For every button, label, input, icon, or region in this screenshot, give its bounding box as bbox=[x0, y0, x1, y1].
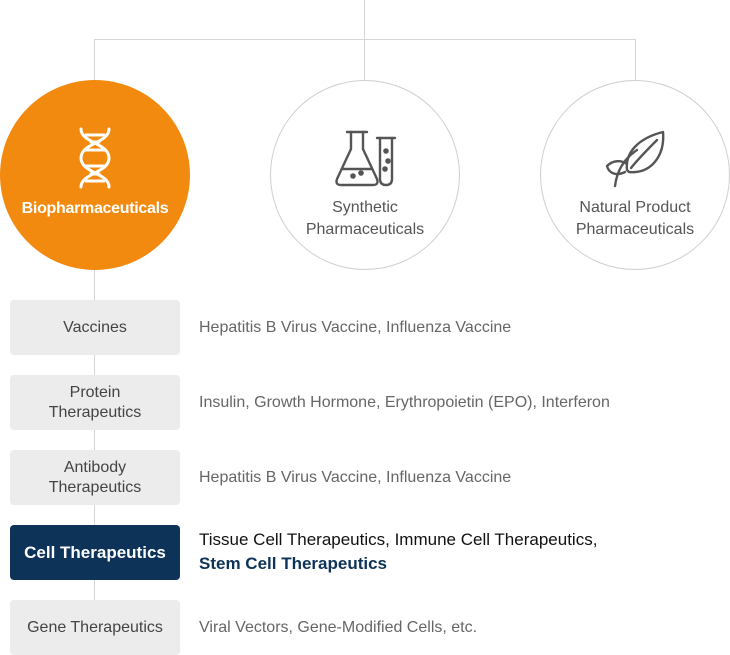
category-circle-natural-product[interactable]: Natural Product Pharmaceuticals bbox=[540, 80, 730, 270]
circle-label-natural-product: Natural Product Pharmaceuticals bbox=[576, 197, 694, 241]
circle-label-line: Synthetic bbox=[332, 199, 398, 216]
category-box-vaccines[interactable]: Vaccines bbox=[10, 300, 180, 355]
circle-label-line: Pharmaceuticals bbox=[575, 221, 695, 238]
category-box-cell-therapeutics[interactable]: Cell Therapeutics bbox=[10, 525, 180, 580]
category-description-gene-therapeutics: Viral Vectors, Gene-Modified Cells, etc. bbox=[199, 619, 478, 636]
category-label-line: Therapeutics bbox=[48, 403, 142, 421]
left-drop-line bbox=[94, 39, 95, 81]
category-label: Cell Therapeutics bbox=[24, 542, 166, 562]
category-label: Vaccines bbox=[63, 318, 127, 336]
dna-icon bbox=[75, 126, 115, 190]
category-label-line: Antibody bbox=[63, 458, 127, 476]
description-line: Tissue Cell Therapeutics, Immune Cell Th… bbox=[199, 530, 598, 549]
category-description-antibody-therapeutics: Hepatitis B Virus Vaccine, Influenza Vac… bbox=[199, 469, 512, 486]
category-label: Antibody Therapeutics bbox=[49, 458, 142, 498]
circle-label-line: Natural Product bbox=[579, 199, 691, 216]
circle-label-biopharmaceuticals: Biopharmaceuticals bbox=[21, 200, 169, 217]
category-description-cell-therapeutics: Tissue Cell Therapeutics, Immune Cell Th… bbox=[199, 528, 597, 576]
top-connector-line bbox=[364, 0, 365, 40]
flask-test-tube-icon bbox=[333, 127, 397, 191]
category-box-gene-therapeutics[interactable]: Gene Therapeutics bbox=[10, 600, 180, 655]
category-circle-synthetic[interactable]: Synthetic Pharmaceuticals bbox=[270, 80, 460, 270]
category-description-protein-therapeutics: Insulin, Growth Hormone, Erythropoietin … bbox=[199, 394, 610, 411]
category-label-line: Protein bbox=[69, 383, 121, 401]
category-label: Protein Therapeutics bbox=[49, 383, 142, 423]
right-drop-line bbox=[635, 39, 636, 81]
category-box-protein-therapeutics[interactable]: Protein Therapeutics bbox=[10, 375, 180, 430]
category-label: Gene Therapeutics bbox=[27, 618, 163, 636]
center-drop-line bbox=[364, 39, 365, 81]
category-circle-biopharmaceuticals[interactable]: Biopharmaceuticals bbox=[0, 80, 190, 270]
category-description-vaccines: Hepatitis B Virus Vaccine, Influenza Vac… bbox=[199, 319, 512, 336]
circle-label-synthetic: Synthetic Pharmaceuticals bbox=[306, 197, 424, 241]
category-label-line: Therapeutics bbox=[48, 478, 142, 496]
leaf-icon bbox=[603, 127, 667, 191]
circle-label-line: Pharmaceuticals bbox=[305, 221, 425, 238]
category-box-antibody-therapeutics[interactable]: Antibody Therapeutics bbox=[10, 450, 180, 505]
horizontal-connector-line bbox=[94, 39, 636, 40]
description-highlight: Stem Cell Therapeutics bbox=[199, 554, 388, 573]
